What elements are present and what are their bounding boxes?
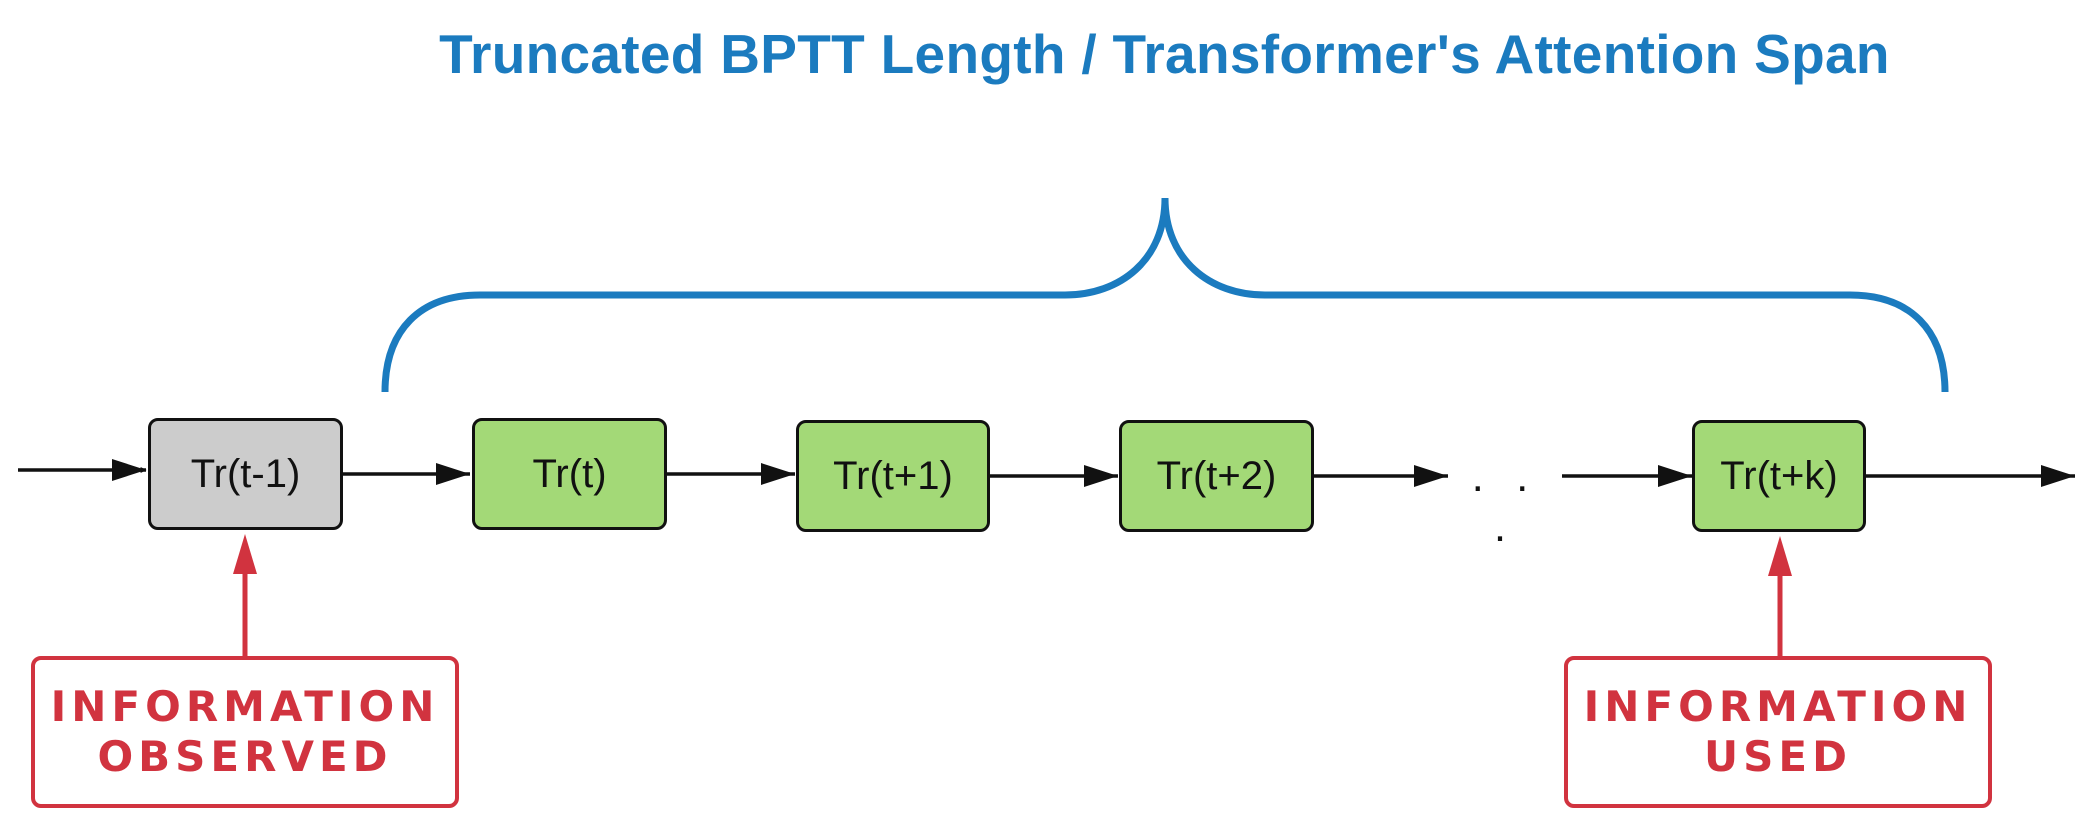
attention-span-brace bbox=[381, 197, 1949, 393]
node-label: Tr(t+2) bbox=[1156, 453, 1277, 498]
arrow-head bbox=[436, 463, 470, 485]
arrow-head bbox=[1084, 465, 1118, 487]
arrow-head bbox=[1414, 465, 1448, 487]
callout-arrows bbox=[233, 534, 1792, 656]
node-label: Tr(t-1) bbox=[190, 451, 301, 496]
callout-line-2: USED bbox=[1704, 732, 1852, 781]
arrow-head bbox=[761, 463, 795, 485]
observed-arrow-head bbox=[233, 534, 257, 574]
node-tr-t-plus-1: Tr(t+1) bbox=[796, 420, 990, 532]
arrow-head bbox=[112, 459, 146, 481]
flow-arrows bbox=[18, 459, 2075, 487]
node-label: Tr(t+k) bbox=[1720, 453, 1838, 498]
node-label: Tr(t) bbox=[532, 451, 607, 496]
node-label: Tr(t+1) bbox=[833, 453, 953, 498]
arrow-head bbox=[1658, 465, 1692, 487]
node-tr-t-minus-1: Tr(t-1) bbox=[148, 418, 343, 530]
arrow-head bbox=[2041, 465, 2075, 487]
callout-information-observed: INFORMATION OBSERVED bbox=[31, 656, 459, 808]
callout-line-1: INFORMATION bbox=[1583, 682, 1973, 731]
node-tr-t: Tr(t) bbox=[472, 418, 667, 530]
callout-information-used: INFORMATION USED bbox=[1564, 656, 1992, 808]
node-tr-t-plus-2: Tr(t+2) bbox=[1119, 420, 1314, 532]
ellipsis: . . . bbox=[1471, 452, 1539, 551]
node-tr-t-plus-k: Tr(t+k) bbox=[1692, 420, 1866, 532]
callout-line-1: INFORMATION bbox=[50, 682, 440, 731]
used-arrow-head bbox=[1768, 536, 1792, 576]
diagram-title: Truncated BPTT Length / Transformer's At… bbox=[439, 23, 1890, 85]
callout-line-2: OBSERVED bbox=[97, 732, 393, 781]
